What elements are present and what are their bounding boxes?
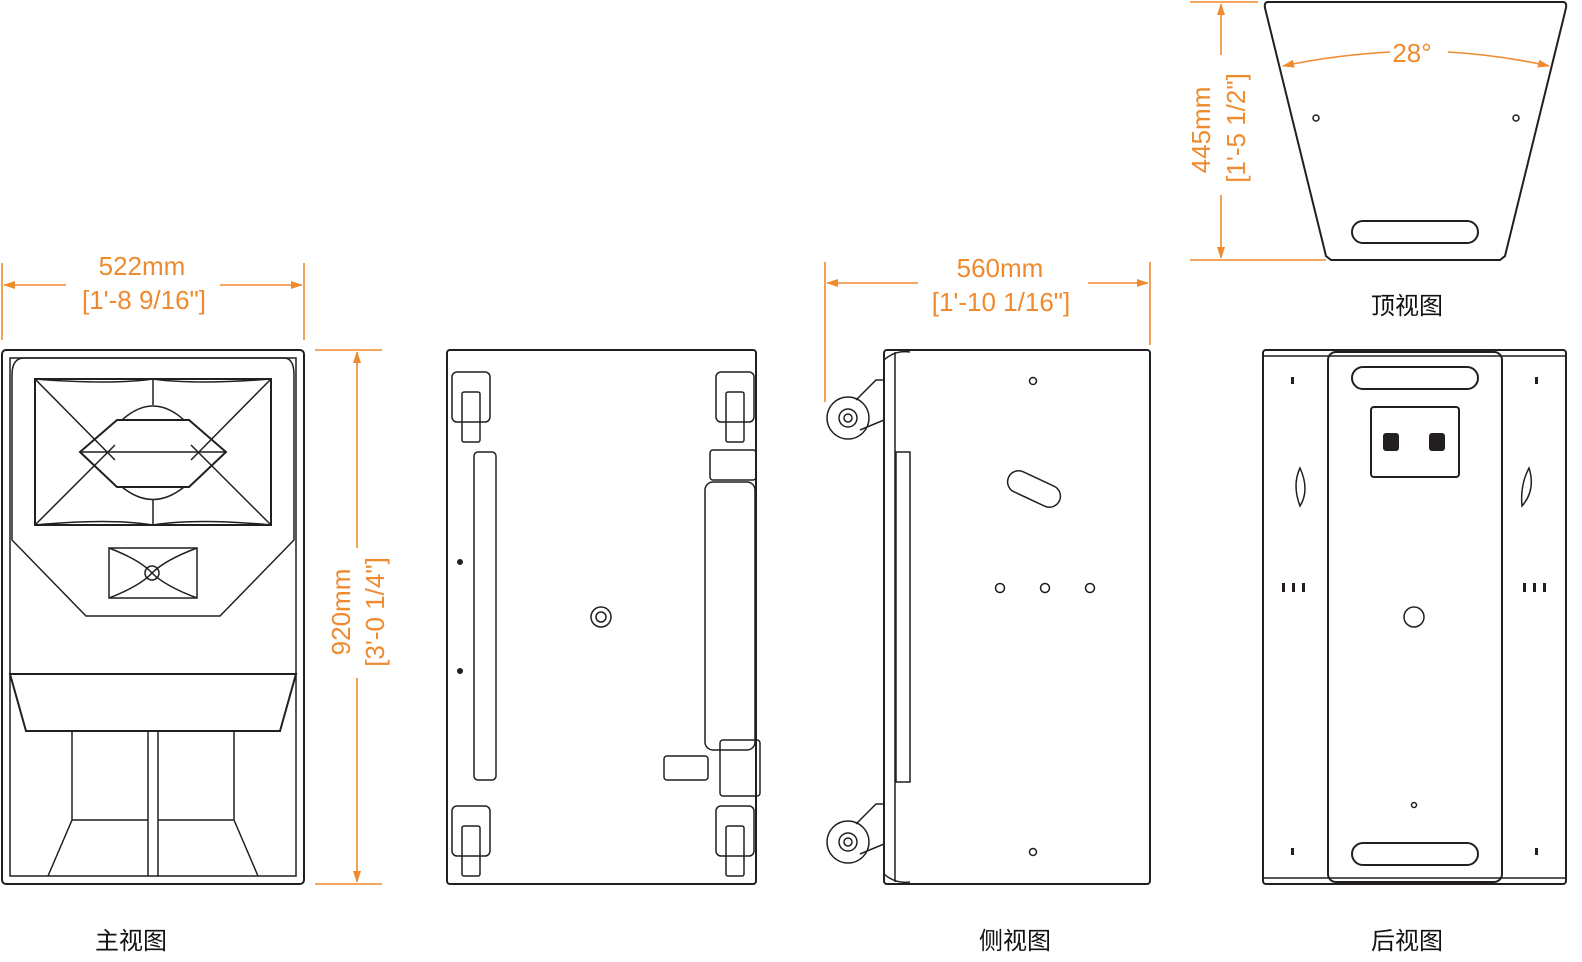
width-dimension: 522mm [1'-8 9/16"] (1, 251, 305, 340)
rear-view (1262, 349, 1567, 885)
side-view (826, 349, 1151, 885)
angle-value: 28° (1392, 38, 1431, 68)
depth-imperial: [1'-10 1/16"] (932, 287, 1071, 317)
top-view (1263, 1, 1568, 261)
side-view-label: 侧视图 (979, 927, 1051, 955)
top-view-label: 顶视图 (1371, 292, 1443, 320)
height-imperial: [3'-0 1/4"] (360, 557, 390, 667)
front-view (1, 349, 305, 885)
height-dimension: 920mm [3'-0 1/4"] (315, 349, 390, 885)
top-depth-metric: 445mm (1186, 87, 1216, 174)
top-depth-dimension: 445mm [1'-5 1/2"] (1186, 1, 1326, 261)
height-metric: 920mm (326, 569, 356, 656)
width-imperial: [1'-8 9/16"] (82, 285, 206, 315)
depth-metric: 560mm (957, 253, 1044, 283)
front-view-label: 主视图 (95, 927, 167, 955)
depth-dimension: 560mm [1'-10 1/16"] (824, 253, 1151, 402)
bottom-view (446, 349, 761, 885)
top-depth-imperial: [1'-5 1/2"] (1221, 73, 1251, 183)
width-metric: 522mm (99, 251, 186, 281)
angle-dimension: 28° (1282, 38, 1550, 68)
rear-view-label: 后视图 (1371, 927, 1443, 955)
